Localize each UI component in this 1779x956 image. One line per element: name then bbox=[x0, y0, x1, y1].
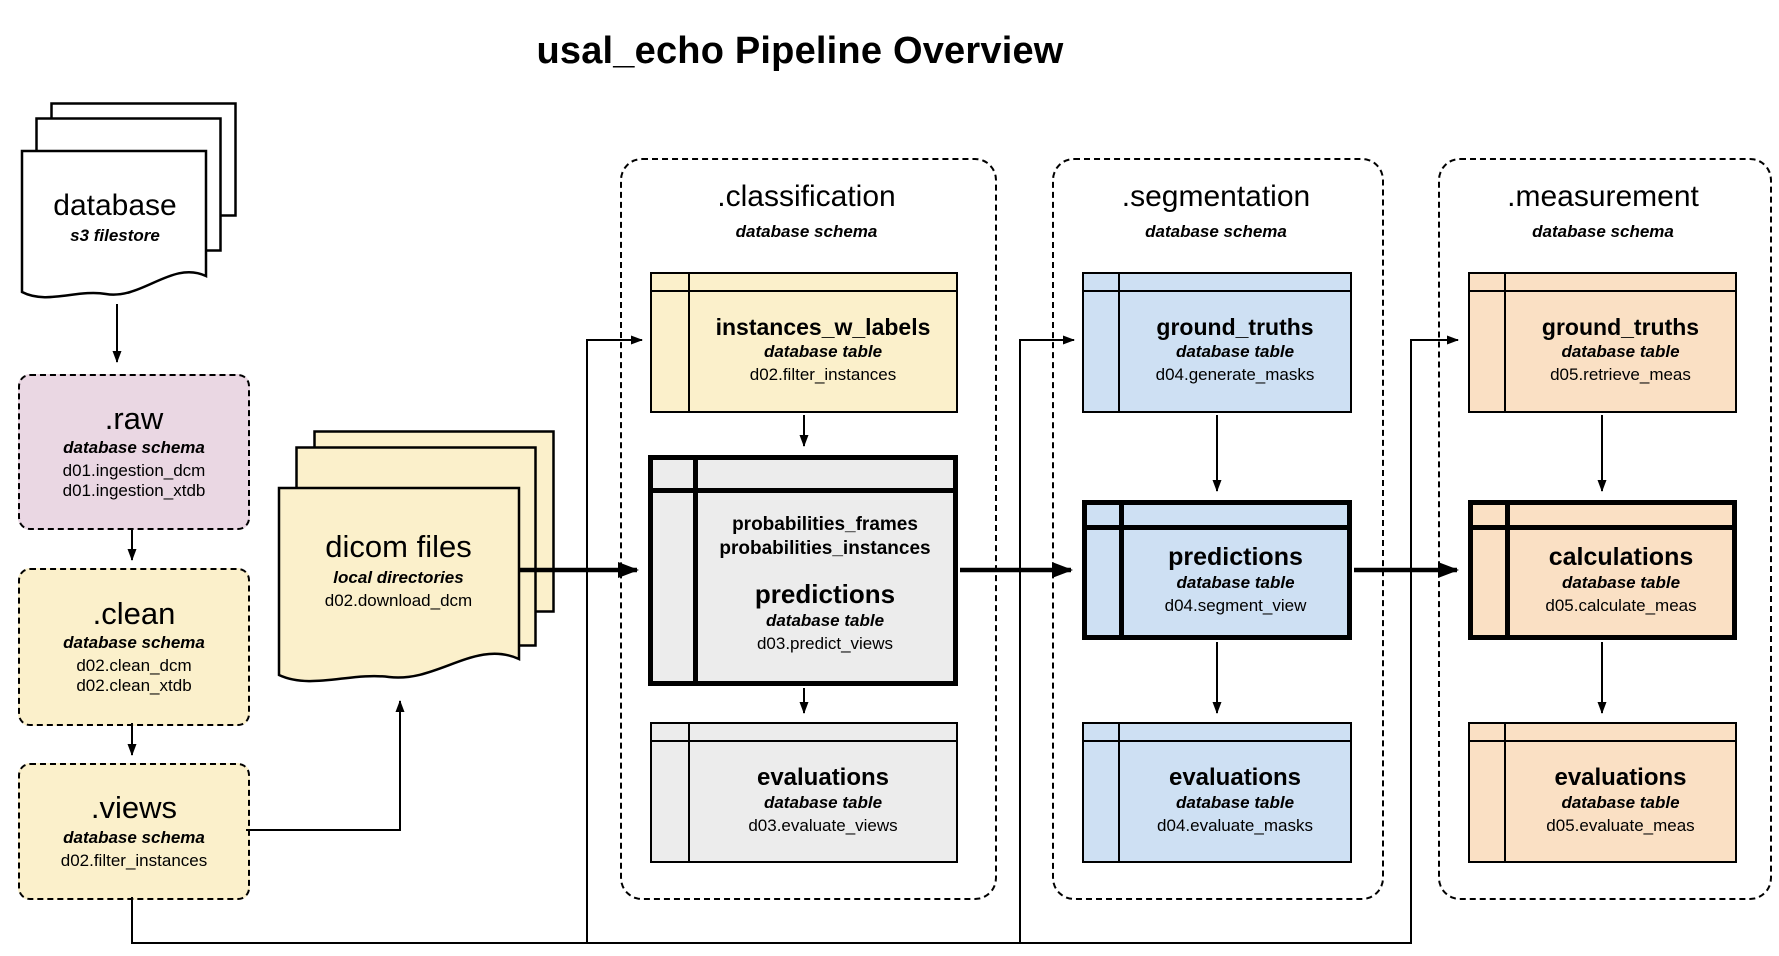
clean-subtitle: database schema bbox=[63, 633, 205, 653]
table-seg-predictions: predictions database table d04.segment_v… bbox=[1082, 500, 1352, 640]
table-header-row-divider bbox=[1084, 290, 1350, 292]
table-meas-calculations: calculations database table d05.calculat… bbox=[1468, 500, 1737, 640]
table-name: calculations bbox=[1548, 542, 1694, 571]
table-header-col-divider bbox=[1505, 505, 1510, 635]
document-shape bbox=[20, 149, 208, 299]
clean-title: .clean bbox=[92, 595, 176, 631]
measurement-subtitle: database schema bbox=[1532, 222, 1674, 241]
measurement-title: .measurement bbox=[1507, 180, 1699, 213]
table-source: d04.evaluate_masks bbox=[1157, 815, 1313, 835]
raw-line: d01.ingestion_xtdb bbox=[62, 481, 206, 501]
table-extra-line: probabilities_instances bbox=[719, 538, 931, 559]
views-subtitle: database schema bbox=[63, 827, 205, 847]
table-name: evaluations bbox=[1168, 763, 1302, 791]
node-database: database s3 filestore bbox=[22, 150, 208, 285]
table-meas-ground-truths: ground_truths database table d05.retriev… bbox=[1468, 272, 1737, 413]
table-seg-ground-truths: ground_truths database table d04.generat… bbox=[1082, 272, 1352, 413]
table-source: d04.generate_masks bbox=[1155, 365, 1315, 384]
node-views-schema: .views database schema d02.filter_instan… bbox=[18, 763, 250, 900]
views-line: d02.filter_instances bbox=[60, 850, 208, 870]
table-header-row-divider bbox=[652, 290, 956, 292]
table-extra-line: probabilities_frames bbox=[732, 514, 918, 536]
table-source: d05.calculate_meas bbox=[1545, 595, 1697, 615]
classification-subtitle: database schema bbox=[735, 222, 878, 241]
table-name: instances_w_labels bbox=[715, 314, 931, 340]
table-name: ground_truths bbox=[1156, 314, 1314, 340]
table-type-label: database table bbox=[1175, 792, 1295, 812]
segmentation-subtitle: database schema bbox=[1145, 222, 1287, 241]
table-header-row-divider bbox=[1470, 740, 1735, 742]
table-source: d04.segment_view bbox=[1164, 595, 1307, 615]
raw-title: .raw bbox=[104, 400, 164, 436]
table-meas-evaluations: evaluations database table d05.evaluate_… bbox=[1468, 722, 1737, 863]
table-seg-evaluations: evaluations database table d04.evaluate_… bbox=[1082, 722, 1352, 863]
table-name: predictions bbox=[754, 578, 896, 609]
table-header-col-divider bbox=[1504, 274, 1506, 411]
node-database-subtitle: s3 filestore bbox=[70, 226, 160, 245]
table-type-label: database table bbox=[1561, 572, 1681, 592]
table-source: d02.filter_instances bbox=[749, 365, 897, 384]
raw-line: d01.ingestion_dcm bbox=[62, 461, 206, 481]
table-header-row-divider bbox=[1470, 290, 1735, 292]
table-type-label: database table bbox=[1561, 342, 1680, 361]
segmentation-title: .segmentation bbox=[1121, 180, 1311, 213]
node-database-title: database bbox=[53, 189, 177, 222]
table-source: d03.predict_views bbox=[756, 633, 894, 653]
dicom-subtitle: local directories bbox=[333, 567, 464, 587]
table-type-label: database table bbox=[763, 342, 883, 361]
table-name: predictions bbox=[1168, 542, 1303, 571]
table-header-col-divider bbox=[1504, 724, 1506, 861]
views-title: .views bbox=[90, 790, 178, 826]
database-stack-icon bbox=[20, 102, 237, 299]
dicom-title: dicom files bbox=[325, 528, 472, 564]
table-type-label: database table bbox=[1176, 572, 1295, 592]
table-instances-w-labels: instances_w_labels database table d02.fi… bbox=[650, 272, 958, 413]
table-type-label: database table bbox=[763, 792, 883, 812]
node-raw-schema: .raw database schema d01.ingestion_dcm d… bbox=[18, 374, 250, 530]
table-cls-evaluations: evaluations database table d03.evaluate_… bbox=[650, 722, 958, 863]
table-source: d05.evaluate_meas bbox=[1546, 815, 1695, 835]
node-clean-schema: .clean database schema d02.clean_dcm d02… bbox=[18, 568, 250, 726]
table-name: evaluations bbox=[1554, 763, 1687, 791]
raw-subtitle: database schema bbox=[63, 438, 205, 458]
clean-line: d02.clean_xtdb bbox=[76, 676, 192, 696]
table-source: d03.evaluate_views bbox=[748, 815, 898, 835]
table-type-label: database table bbox=[765, 610, 885, 630]
table-cls-predictions: probabilities_frames probabilities_insta… bbox=[648, 455, 958, 686]
arrow-views-to-dicom bbox=[246, 700, 405, 831]
table-source: d05.retrieve_meas bbox=[1550, 365, 1691, 384]
table-type-label: database table bbox=[1175, 342, 1295, 361]
node-dicom-files: dicom files local directories d02.downlo… bbox=[278, 487, 519, 652]
table-type-label: database table bbox=[1561, 792, 1680, 812]
table-extra-tables: probabilities_frames probabilities_insta… bbox=[719, 513, 930, 561]
table-name: evaluations bbox=[756, 763, 890, 791]
table-header-row-divider bbox=[1473, 525, 1732, 530]
table-name: ground_truths bbox=[1541, 314, 1700, 340]
diagram-title: usal_echo Pipeline Overview bbox=[536, 30, 1064, 72]
dicom-line: d02.download_dcm bbox=[324, 590, 473, 610]
clean-line: d02.clean_dcm bbox=[76, 656, 192, 676]
classification-title: .classification bbox=[717, 180, 896, 213]
